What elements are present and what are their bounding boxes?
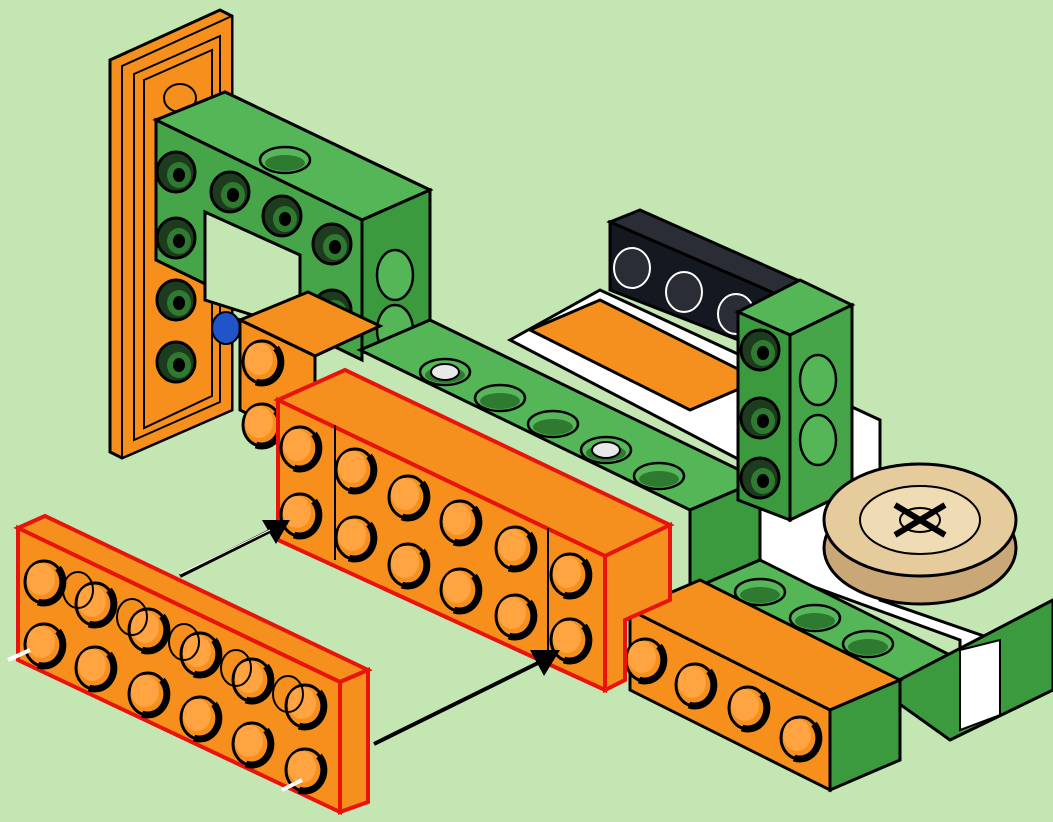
orange-plate-2x6-new bbox=[8, 516, 368, 812]
green-vertical-brick bbox=[738, 280, 852, 520]
tan-gear bbox=[824, 464, 1016, 604]
attach-arrow-upper bbox=[180, 520, 290, 576]
attach-arrow-lower bbox=[374, 650, 560, 744]
